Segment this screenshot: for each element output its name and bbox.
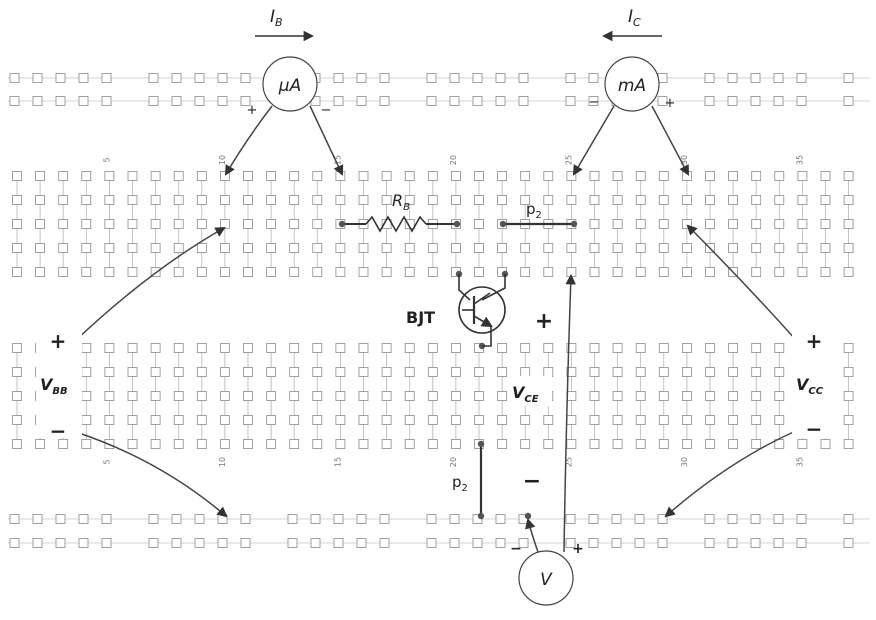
vcc-label: VCC <box>796 375 824 397</box>
vce-plus: + <box>535 309 553 334</box>
column-number: 25 <box>564 155 573 165</box>
power-rail-row <box>8 514 870 524</box>
bjt-label: BJT <box>406 308 435 327</box>
vbb-minus: − <box>50 419 67 443</box>
bjt-transistor: BJT <box>406 270 509 350</box>
voltmeter-plus: + <box>572 541 584 557</box>
voltmeter-minus: − <box>510 541 522 557</box>
column-number: 20 <box>449 155 458 165</box>
voltmeter-minus-lead <box>525 517 539 553</box>
column-number: 5 <box>102 157 111 162</box>
vcc-source: + VCC − <box>792 329 840 441</box>
vbb-minus-lead <box>75 431 228 518</box>
vce-label: VCE <box>512 383 539 405</box>
power-rail-row <box>8 96 870 106</box>
milliammeter-minus: − <box>589 95 600 110</box>
terminal-strip-bottom <box>12 343 854 449</box>
jumper-wire-bottom: p2 <box>452 440 532 520</box>
collector-current-label: IC <box>628 7 641 29</box>
power-rail-row <box>8 538 870 548</box>
milliammeter: mA − + <box>589 56 676 112</box>
column-number: 15 <box>333 457 342 467</box>
milliammeter-symbol: mA <box>618 76 646 96</box>
terminal-strip-top <box>12 171 854 277</box>
breadboard <box>8 73 870 548</box>
base-current-label: IB <box>270 7 283 29</box>
column-number: 35 <box>795 155 804 165</box>
jumper-top-label: p2 <box>526 200 542 221</box>
microammeter-minus: − <box>321 103 332 118</box>
microammeter-plus-lead <box>224 105 273 176</box>
column-number: 15 <box>333 155 342 165</box>
voltmeter: V − + <box>510 541 584 606</box>
vce-label-backdrop <box>508 376 552 406</box>
column-number: 5 <box>102 459 111 464</box>
microammeter-symbol: μA <box>278 76 301 96</box>
milliammeter-plus-lead <box>651 105 689 176</box>
column-numbers-top: 5 10 15 20 25 30 35 <box>102 155 804 165</box>
column-number: 35 <box>795 457 804 467</box>
vcc-plus: + <box>806 329 823 353</box>
vcc-minus: − <box>806 417 823 441</box>
microammeter-plus: + <box>247 103 258 118</box>
vbb-source: + VBB − <box>36 329 82 443</box>
vbb-plus-lead <box>73 226 226 343</box>
column-number: 30 <box>680 155 689 165</box>
vce-minus: − <box>523 469 541 494</box>
column-numbers-bottom: 5 10 15 20 25 30 35 <box>102 457 804 467</box>
vcc-plus-lead <box>686 224 797 341</box>
vbb-label: VBB <box>40 375 68 397</box>
microammeter: μA + − <box>247 56 332 118</box>
milliammeter-minus-lead <box>572 105 615 176</box>
microammeter-minus-lead <box>309 105 344 176</box>
column-number: 20 <box>449 457 458 467</box>
column-number: 10 <box>218 457 227 467</box>
column-number: 25 <box>564 457 573 467</box>
voltmeter-plus-lead <box>563 273 576 553</box>
power-rail-row <box>8 73 870 83</box>
voltmeter-symbol: V <box>540 570 553 590</box>
vbb-plus: + <box>50 329 67 353</box>
base-resistor: RB <box>338 191 461 233</box>
jumper-bottom-label: p2 <box>452 473 468 494</box>
jumper-wire-top: p2 <box>499 200 578 228</box>
column-number: 10 <box>218 155 227 165</box>
vcc-minus-lead <box>664 429 799 518</box>
milliammeter-plus: + <box>665 96 676 111</box>
resistor-label: RB <box>392 191 410 213</box>
column-number: 30 <box>680 457 689 467</box>
